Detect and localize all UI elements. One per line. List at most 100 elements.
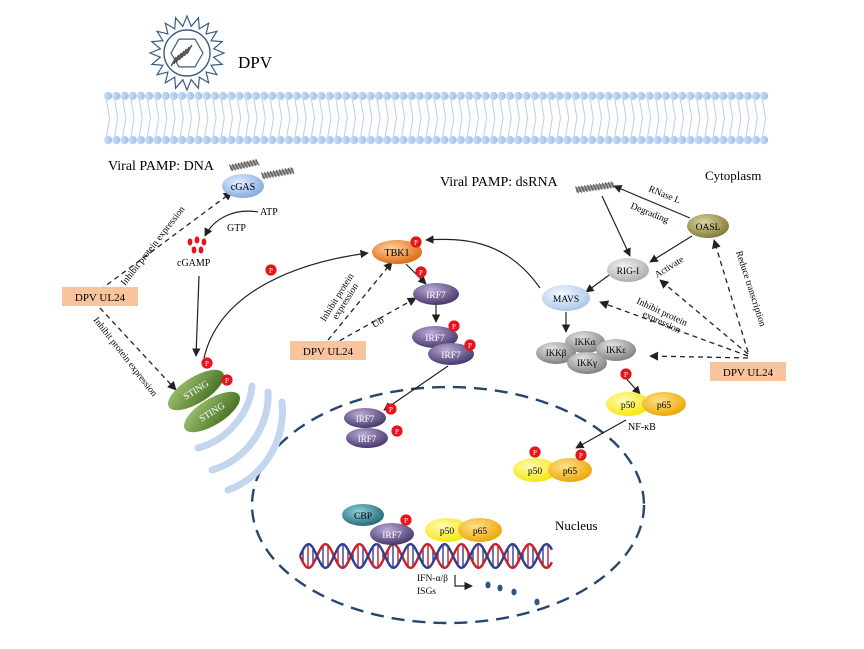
complex-irf7-protein	[370, 523, 414, 545]
dsrna-to-rigi-arrow	[601, 195, 631, 257]
pamp-dsrna-label: Viral PAMP: dsRNA	[440, 175, 559, 190]
phospho-mark-1	[265, 264, 277, 276]
nuclear-p50-label: p50	[528, 467, 543, 477]
phospho-mark-13	[400, 514, 412, 526]
phospho-mark-10	[620, 368, 632, 380]
nucleus-label: Nucleus	[555, 518, 598, 533]
phospho-mark-label: P	[389, 406, 393, 414]
nuclear-irf7-dimer: IRF7 IRF7	[344, 408, 388, 448]
complex-p50-protein	[425, 518, 469, 542]
gtp-label: GTP	[227, 223, 246, 234]
oasl-activate-arrow	[649, 235, 693, 263]
irf7-dimer-protein-a	[412, 326, 458, 348]
dpv-virion-icon	[148, 14, 226, 92]
rigi-protein	[607, 258, 649, 282]
ul24-inhibit-sting-arrow	[99, 307, 177, 391]
sting-to-tbk1-arrow	[203, 249, 369, 359]
cytoplasm-label: Cytoplasm	[705, 168, 761, 183]
phospho-mark-label: P	[269, 267, 273, 275]
phospho-mark-6	[448, 320, 460, 332]
mavs-to-tbk1-arrow	[425, 235, 541, 289]
ikka-protein	[565, 331, 605, 353]
irf7-translocation-arrow	[383, 365, 449, 411]
phospho-mark-label: P	[419, 269, 423, 277]
p65-label: p65	[657, 401, 672, 411]
inhibit-cgas-text: Inhibit protein expression	[119, 205, 187, 288]
rigi-label: RIG-I	[617, 267, 640, 277]
rnase-l-label: RNase L	[647, 185, 682, 207]
nfkb-translocation-arrow	[575, 419, 627, 449]
inhibition-arrows	[99, 191, 749, 391]
complex-irf7-label: IRF7	[382, 531, 402, 541]
ikkb-protein	[536, 342, 576, 364]
phospho-mark-label: P	[533, 449, 537, 457]
virus-label: DPV	[238, 53, 273, 72]
tbk1-protein	[372, 240, 422, 264]
phospho-mark-4	[410, 236, 422, 248]
ikk-complex: IKKα IKKβ IKKε IKKγ	[536, 331, 636, 374]
atp-gtp-arrow	[204, 210, 259, 237]
ul24-box-left	[62, 287, 138, 306]
nuclear-p65-protein	[548, 458, 592, 482]
nuclear-p65-label: p65	[563, 467, 578, 477]
degrading-label: Degrading	[629, 202, 670, 226]
phospho-mark-3	[221, 374, 233, 386]
ul24-ub-irf7-arrow	[331, 297, 417, 346]
inhibit-sting-text: Inhibit protein expression	[91, 316, 159, 399]
oasl-degrade-arrow	[613, 185, 691, 219]
atp-label: ATP	[260, 207, 278, 218]
transcription-complex: CBP IRF7 p50 p65	[342, 504, 502, 545]
phospho-mark-label: P	[205, 360, 209, 368]
ul24-label-right: DPV UL24	[723, 367, 774, 379]
ikke-protein	[596, 339, 636, 361]
viral-dna-fragment-icon	[228, 158, 295, 180]
sting-protein-a	[168, 369, 224, 411]
ul24-inhibit-ikk-arrow	[649, 351, 749, 361]
ikke-label: IKKε	[606, 345, 626, 355]
phospho-mark-label: P	[395, 428, 399, 436]
ul24-inhibit-rigi-arrow	[659, 279, 749, 355]
nuclear-irf7-label-a: IRF7	[356, 414, 375, 424]
phospho-mark-label: P	[579, 452, 583, 460]
ul24-reduce-oasl-arrow	[712, 239, 749, 353]
phospho-mark-label: P	[404, 517, 408, 525]
phospho-mark-9	[391, 425, 403, 437]
nuclear-irf7-protein-a	[344, 408, 386, 428]
ul24-inhibit-tbk1-arrow	[327, 261, 393, 341]
phospho-mark-8	[385, 403, 397, 415]
cell-membrane	[103, 91, 769, 145]
p65-protein	[642, 392, 686, 416]
cgamp-molecules-icon	[187, 236, 207, 254]
nfkb-label: NF-κB	[628, 422, 656, 433]
nuclear-irf7-label-b: IRF7	[358, 434, 377, 444]
nfkb-dimer: p50 p65	[606, 392, 686, 416]
irf7-protein	[413, 283, 459, 305]
phospho-mark-label: P	[468, 342, 472, 350]
phospho-mark-label: P	[225, 377, 229, 385]
nucleus-envelope	[250, 385, 646, 625]
ikkb-label: IKKβ	[546, 348, 567, 358]
complex-p65-label: p65	[473, 527, 488, 537]
phospho-mark-11	[529, 446, 541, 458]
pamp-dna-label: Viral PAMP: DNA	[108, 159, 215, 174]
ub-label: Ub	[370, 315, 386, 331]
irf7-dimer-label-a: IRF7	[425, 334, 445, 344]
p50-label: p50	[621, 401, 636, 411]
p50-protein	[606, 392, 650, 416]
cgas-protein	[222, 174, 264, 198]
ul24-inhibit-cgas-arrow	[99, 191, 233, 291]
cgamp-label: cGAMP	[177, 258, 211, 269]
cbp-protein	[342, 504, 384, 526]
nuclear-nfkb-dimer: p50 p65	[513, 458, 592, 482]
ifn-transcription-arrow	[454, 575, 473, 591]
activate-label: Activate	[653, 255, 686, 281]
ikka-label: IKKα	[575, 337, 596, 347]
ul24-box-right	[710, 362, 786, 381]
irf7-dimer-protein-b	[428, 343, 474, 365]
sting-dimer: STING STING	[168, 369, 240, 433]
phospho-mark-label: P	[414, 239, 418, 247]
mavs-protein	[542, 285, 590, 311]
nuclear-irf7-protein-b	[346, 428, 388, 448]
transcript-products-icon	[485, 581, 540, 606]
